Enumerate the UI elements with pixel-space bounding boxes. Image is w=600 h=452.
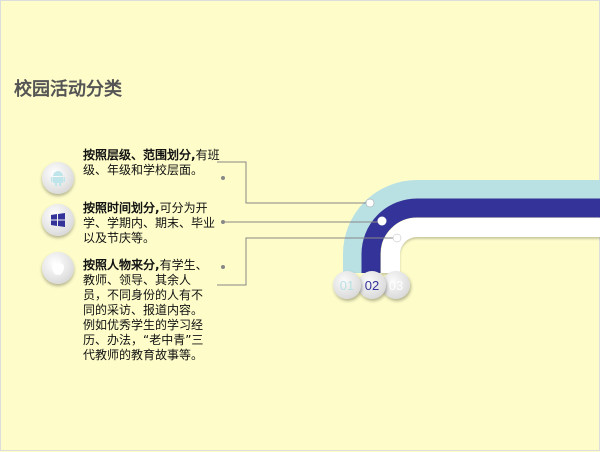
category-item-time: 按照时间划分,可分为开学、学期内、期末、毕业以及节庆等。 bbox=[83, 201, 223, 246]
item-heading: 按照人物来分, bbox=[83, 258, 160, 272]
item-text: 有学生、教师、领导、其余人员，不同身份的人有不同的采访、报道内容。例如优秀学生的… bbox=[83, 258, 208, 362]
category-item-person: 按照人物来分,有学生、教师、领导、其余人员，不同身份的人有不同的采访、报道内容。… bbox=[83, 258, 211, 363]
windows-icon bbox=[42, 204, 74, 236]
category-item-level: 按照层级、范围划分,有班级、年级和学校层面。 bbox=[83, 148, 223, 178]
android-icon bbox=[42, 162, 74, 194]
node-dot-1 bbox=[366, 199, 374, 207]
apple-icon bbox=[42, 252, 74, 284]
item-heading: 按照时间划分, bbox=[83, 201, 160, 215]
item-heading: 按照层级、范围划分, bbox=[83, 148, 196, 162]
connector-line-1 bbox=[217, 162, 370, 203]
bullet-dot-3 bbox=[221, 265, 225, 269]
node-dot-2 bbox=[378, 217, 387, 226]
node-dot-3 bbox=[393, 234, 401, 242]
step-number-01: 01 bbox=[333, 271, 361, 299]
step-number-03: 03 bbox=[382, 271, 410, 299]
step-number-02: 02 bbox=[358, 271, 386, 299]
band-white bbox=[391, 228, 600, 274]
